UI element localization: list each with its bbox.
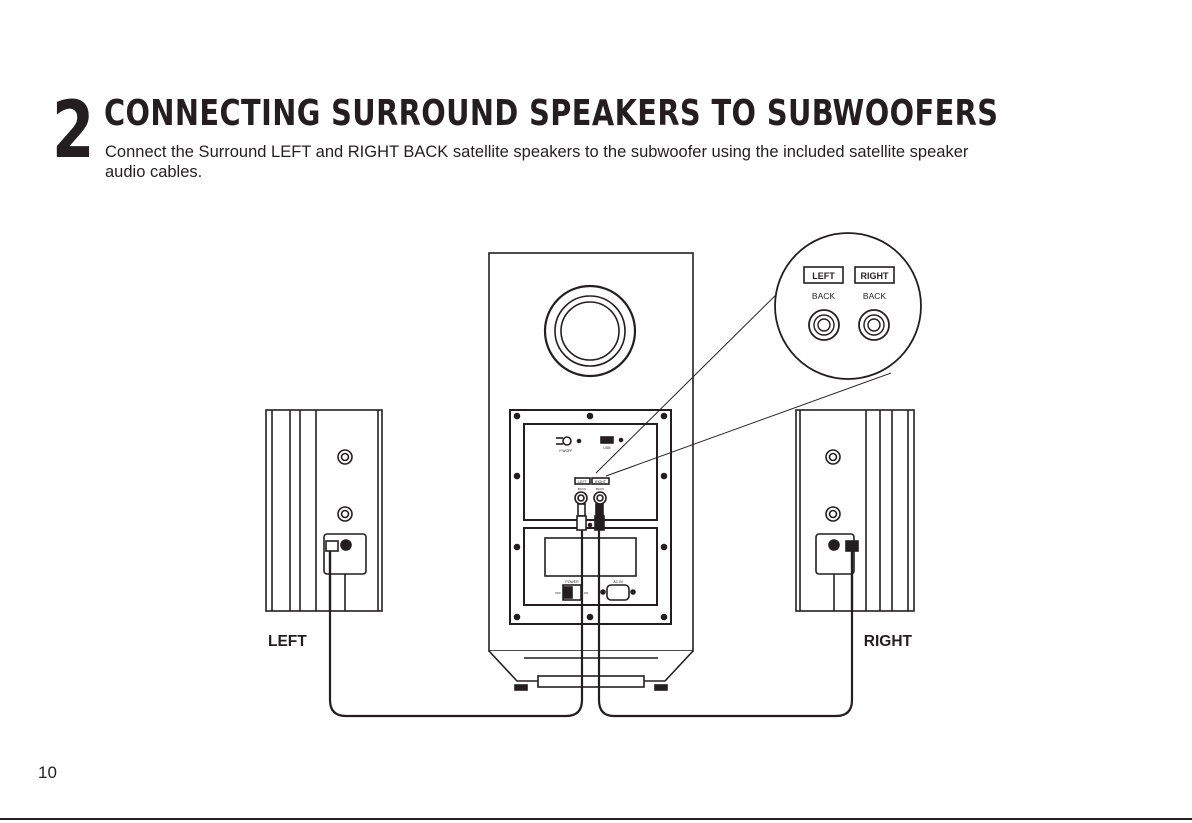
panel-back-left-label: BACK xyxy=(578,487,586,491)
panel-switch-on-label: ON xyxy=(584,591,589,595)
callout-left-back-label: BACK xyxy=(812,291,835,301)
callout-magnifier xyxy=(775,233,921,379)
panel-back-right-label: BACK xyxy=(596,487,604,491)
page-number: 10 xyxy=(38,763,57,783)
left-speaker-label: LEFT xyxy=(268,633,307,650)
callout-right-label: RIGHT xyxy=(861,271,890,281)
left-satellite-speaker xyxy=(266,410,382,611)
callout-left-label: LEFT xyxy=(812,271,835,281)
panel-right-label: RIGHT xyxy=(595,480,607,484)
bottom-divider xyxy=(0,818,1192,820)
panel-power-switch-label: POWER xyxy=(565,580,579,584)
panel-usb-label: USB xyxy=(603,446,611,450)
subwoofer xyxy=(489,253,693,690)
panel-ac-in-label: AC IN xyxy=(613,580,623,584)
callout-right-back-label: BACK xyxy=(863,291,886,301)
right-satellite-speaker xyxy=(796,410,914,611)
panel-left-label: LEFT xyxy=(578,480,587,484)
right-speaker-label: RIGHT xyxy=(864,633,913,650)
panel-switch-off-label: OFF xyxy=(555,591,561,595)
panel-power-port-label: P.WOFF xyxy=(559,449,572,453)
